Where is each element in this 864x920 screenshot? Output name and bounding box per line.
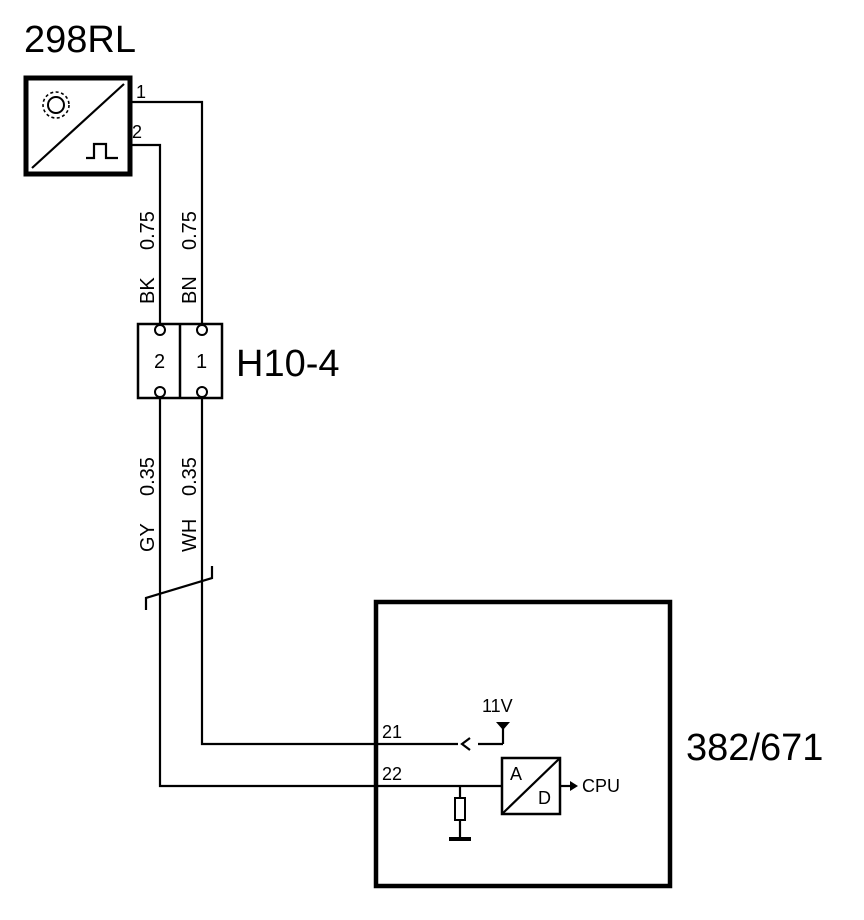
- twisted-pair-symbol: [144, 566, 214, 610]
- adc-analog-label: A: [510, 764, 522, 784]
- sensor-pin-2: 2: [132, 122, 142, 142]
- wire-label-gy-color: GY: [137, 523, 159, 552]
- wire-wh-lower: [200, 398, 458, 746]
- control-unit-label: 382/671: [686, 727, 823, 769]
- wire-label-bn-size: 0.75: [179, 211, 201, 250]
- wire-label-wh-size: 0.35: [179, 457, 201, 496]
- wire-label-wh-color: WH: [179, 519, 201, 552]
- light-sensor-icon: [42, 91, 70, 119]
- control-unit-pin-22: 22: [382, 764, 402, 784]
- wire-bn-upper: [130, 100, 204, 326]
- wire-label-bn-color: BN: [179, 276, 201, 304]
- adc-digital-label: D: [538, 788, 551, 808]
- pull-down-resistor-icon: [449, 786, 471, 841]
- control-unit-box: [373, 599, 673, 889]
- connector-label: H10-4: [236, 343, 340, 385]
- connector-block: [136, 322, 224, 400]
- supply-voltage-label: 11V: [482, 696, 513, 716]
- connector-pin-1: 1: [196, 351, 207, 373]
- sensor-label: 298RL: [24, 19, 136, 61]
- pulse-signal-icon: [86, 142, 118, 160]
- wire-gy-lower: [158, 398, 502, 788]
- sensor-pin-1: 1: [136, 82, 146, 102]
- supply-terminal-icon: [460, 722, 510, 751]
- wire-label-bk-color: BK: [137, 277, 159, 304]
- cpu-label: CPU: [582, 776, 620, 796]
- ad-converter-block: [500, 756, 562, 816]
- wire-label-gy-size: 0.35: [137, 457, 159, 496]
- cpu-arrow-icon: [560, 781, 578, 791]
- sensor-block: [23, 75, 133, 177]
- wire-label-bk-size: 0.75: [137, 211, 159, 250]
- control-unit-pin-21: 21: [382, 722, 402, 742]
- wire-bk-upper: [130, 143, 162, 326]
- connector-pin-2: 2: [154, 351, 165, 373]
